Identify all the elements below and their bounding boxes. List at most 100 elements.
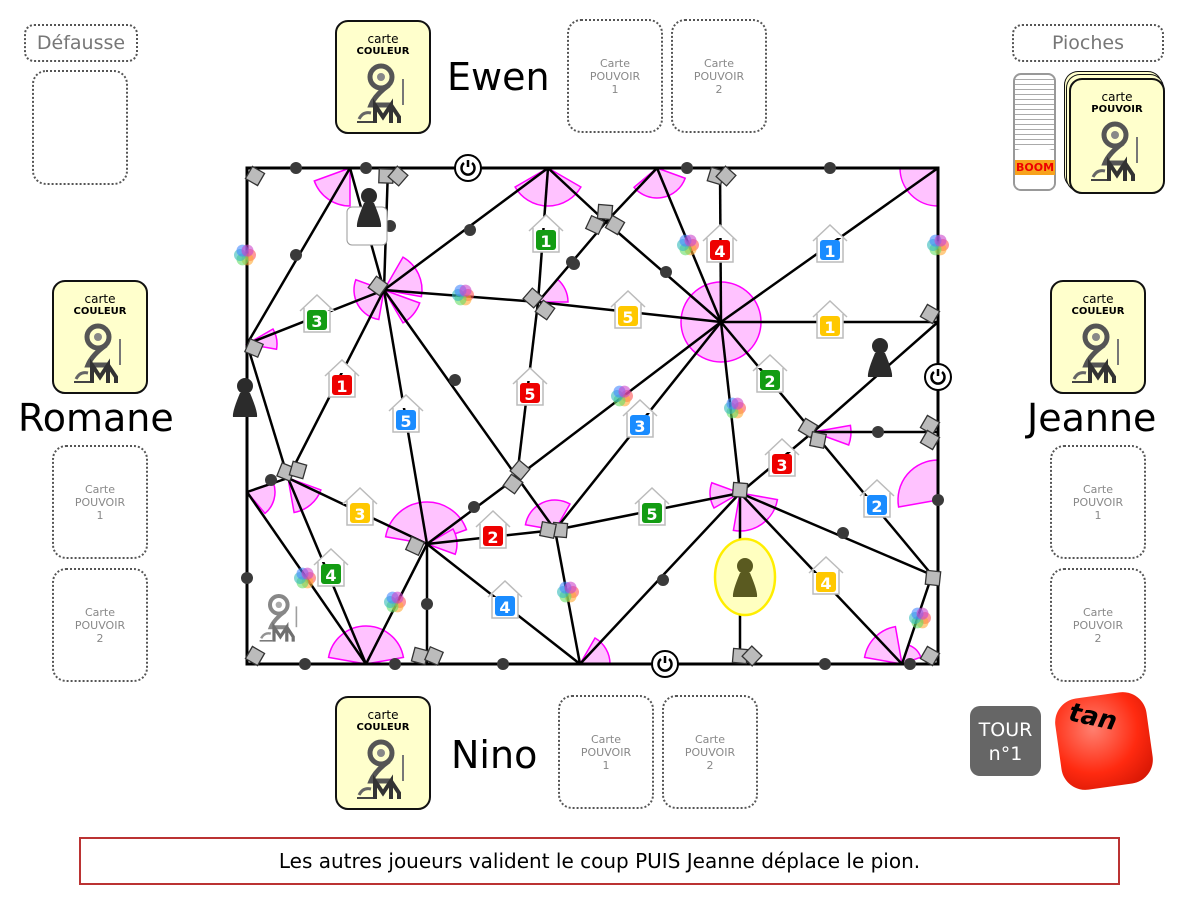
angle-wedge <box>897 459 939 508</box>
house-badge-blue[interactable] <box>820 240 840 260</box>
flower-icon <box>611 385 633 407</box>
board-node[interactable] <box>241 572 253 584</box>
logo <box>357 63 404 123</box>
power-button[interactable] <box>651 650 679 678</box>
angle-wedge <box>287 476 322 514</box>
house-badge-red[interactable] <box>772 454 792 474</box>
status-message: Les autres joueurs valident le coup PUIS… <box>79 837 1120 885</box>
board-node[interactable] <box>566 256 578 268</box>
board-node[interactable] <box>872 426 884 438</box>
discard-pile[interactable] <box>32 70 128 185</box>
board-node[interactable] <box>265 474 277 486</box>
board-node[interactable] <box>497 658 509 670</box>
house-number: 3 <box>354 505 365 524</box>
junction-square <box>919 645 941 667</box>
house-badge-yellow[interactable] <box>820 316 840 336</box>
power-button[interactable] <box>924 363 952 391</box>
board-node[interactable] <box>464 224 476 236</box>
house-badge-yellow[interactable] <box>350 503 370 523</box>
road <box>245 343 290 479</box>
power-button[interactable] <box>454 154 482 182</box>
house-number: 2 <box>487 528 498 547</box>
house-badge-red[interactable] <box>710 240 730 260</box>
board-node[interactable] <box>421 598 433 610</box>
house-badge-green[interactable] <box>642 503 662 523</box>
junction-square <box>919 429 941 451</box>
pawn-romane[interactable] <box>232 393 258 417</box>
board-node[interactable] <box>389 658 401 670</box>
board-node[interactable] <box>468 501 480 513</box>
pawn-nino[interactable] <box>732 573 758 597</box>
flower-icon <box>724 397 746 419</box>
board-node[interactable] <box>360 162 372 174</box>
house-badge-blue[interactable] <box>630 415 650 435</box>
house-badge-yellow[interactable] <box>816 572 836 592</box>
road <box>739 491 933 577</box>
board-node[interactable] <box>660 266 672 278</box>
board-node[interactable] <box>819 658 831 670</box>
house-badge-red[interactable] <box>483 526 503 546</box>
watermark-logo <box>259 594 298 642</box>
angle-wedge <box>514 167 582 207</box>
board-node[interactable] <box>681 162 693 174</box>
power-icon <box>657 656 673 672</box>
house-badge-green[interactable] <box>321 564 341 584</box>
board-node[interactable] <box>290 162 302 174</box>
house-badge-red[interactable] <box>332 375 352 395</box>
board-node[interactable] <box>904 658 916 670</box>
board-node[interactable] <box>932 494 944 506</box>
board-node[interactable] <box>824 162 836 174</box>
junction-square <box>584 214 606 236</box>
house-badge-green[interactable] <box>307 310 327 330</box>
board-node[interactable] <box>837 527 849 539</box>
player-name-jeanne: Jeanne <box>1027 396 1157 440</box>
board-node[interactable] <box>299 658 311 670</box>
angle-wedge <box>732 492 779 532</box>
house-number: 2 <box>871 497 882 516</box>
house-badge-blue[interactable] <box>495 596 515 616</box>
junction-square <box>244 645 266 667</box>
angle-wedge <box>327 625 405 665</box>
board-node[interactable] <box>290 249 302 261</box>
player-name-ewen: Ewen <box>447 55 550 99</box>
boom-deck[interactable]: BOOM <box>1013 73 1056 191</box>
board-node[interactable] <box>449 374 461 386</box>
draw-label: Pioches <box>1012 24 1164 62</box>
pawn-ewen[interactable] <box>356 203 382 227</box>
house-badge-blue[interactable] <box>396 410 416 430</box>
house-number: 4 <box>820 574 831 593</box>
house-badge-yellow[interactable] <box>618 306 638 326</box>
house-badge-green[interactable] <box>536 230 556 250</box>
house-number: 3 <box>634 417 645 436</box>
house-badge-blue[interactable] <box>867 495 887 515</box>
junction-square <box>367 275 389 297</box>
power-icon <box>930 369 946 385</box>
junction-square <box>404 535 426 557</box>
house-badge-red[interactable] <box>520 383 540 403</box>
house-badge-green[interactable] <box>760 370 780 390</box>
angle-wedge <box>313 166 351 207</box>
house-number: 1 <box>336 377 347 396</box>
player-name-nino: Nino <box>451 733 538 777</box>
logo <box>1072 323 1119 383</box>
board-node[interactable] <box>657 574 669 586</box>
angle-wedge <box>899 167 939 207</box>
house-number: 3 <box>776 456 787 475</box>
pawn-jeanne[interactable] <box>867 353 893 377</box>
pawn-romane-head <box>237 378 253 394</box>
